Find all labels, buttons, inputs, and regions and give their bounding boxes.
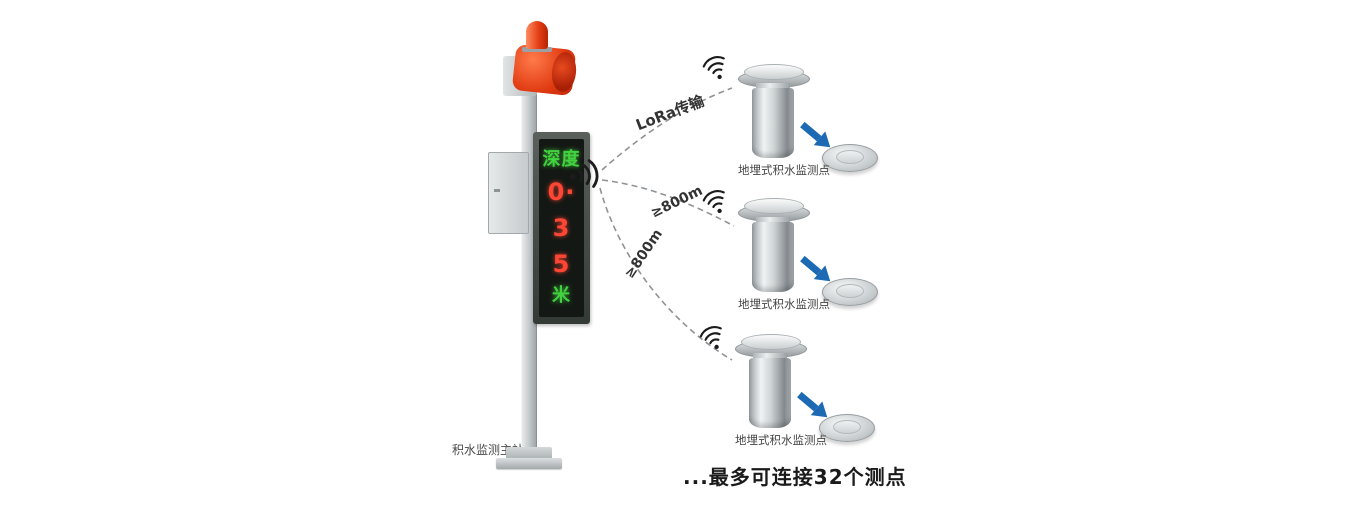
footer-caption: ...最多可连接32个测点 <box>683 465 907 489</box>
led-row-unit: 米 <box>552 285 571 307</box>
buried-sensor-3: 地埋式积水监测点 <box>697 326 887 456</box>
alarm-beacon-collar <box>522 47 552 52</box>
alarm-beacon-light <box>526 21 548 49</box>
led-row-depth-label: 深度 <box>542 148 581 170</box>
signal-waves-icon <box>563 155 602 194</box>
led-screen: 深度 0· 3 5 米 <box>539 139 584 317</box>
sensor-cylinder <box>749 358 791 428</box>
wifi-icon <box>699 52 734 85</box>
sensor-flange-top <box>741 334 801 350</box>
link-label-distance-2: ≥800m <box>621 226 666 282</box>
sensor-neck <box>756 83 790 90</box>
led-row-digit-5: 5 <box>552 249 571 278</box>
wifi-icon <box>696 322 731 355</box>
buried-sensor-1: 地埋式积水监测点 <box>700 56 890 186</box>
buried-sensor-2: 地埋式积水监测点 <box>700 190 890 320</box>
link-label-lora: LoRa传输 <box>633 91 707 135</box>
sensor-flange-top <box>744 198 804 214</box>
sensor-disc-center <box>836 150 864 164</box>
sensor-label: 地埋式积水监测点 <box>738 297 830 311</box>
station-base-foot <box>506 447 552 460</box>
led-row-digit-3: 3 <box>552 213 571 242</box>
sensor-disc-center <box>836 284 864 298</box>
sensor-cylinder <box>752 222 794 292</box>
led-display-panel: 深度 0· 3 5 米 <box>533 132 590 324</box>
sensor-neck <box>756 217 790 224</box>
sensor-disc-center <box>833 420 861 434</box>
link-label-distance-1: ≥800m <box>648 182 706 222</box>
control-cabinet <box>488 152 529 234</box>
sensor-label: 地埋式积水监测点 <box>738 163 830 177</box>
station-base-plate <box>496 458 562 469</box>
sensor-flange-top <box>744 64 804 80</box>
wifi-icon <box>699 186 734 219</box>
led-row-digit-0: 0· <box>547 178 576 207</box>
sensor-neck <box>753 353 787 360</box>
sensor-cylinder <box>752 88 794 158</box>
sensor-label: 地埋式积水监测点 <box>735 433 827 447</box>
